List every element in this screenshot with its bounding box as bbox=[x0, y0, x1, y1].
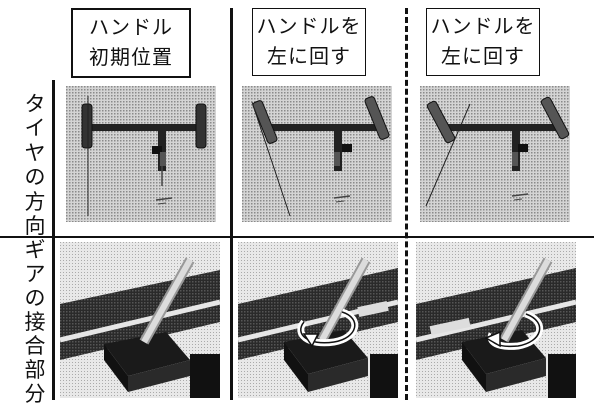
gear-panel-turn-left-2 bbox=[416, 242, 576, 398]
tire-panel-turn-left-1 bbox=[242, 86, 392, 222]
column-header-turn-left-1: ハンドルを 左に回す bbox=[252, 8, 366, 76]
row-label-char: イ bbox=[24, 116, 46, 141]
divider-left bbox=[52, 80, 55, 400]
row-label-char: 方 bbox=[24, 189, 46, 214]
column-header-line2: 初期位置 bbox=[89, 45, 173, 69]
row-label-char: タ bbox=[24, 92, 46, 116]
row-label-char: の bbox=[24, 165, 46, 190]
divider-horizontal bbox=[0, 236, 594, 238]
row-label-char: ア bbox=[24, 262, 46, 286]
divider-center bbox=[230, 8, 233, 400]
row-label-tire-direction: タ イ ヤ の 方 向 bbox=[20, 92, 50, 238]
row-label-char: 部 bbox=[24, 358, 46, 382]
row-label-char: の bbox=[24, 286, 46, 310]
column-header-line2: 左に回す bbox=[441, 44, 525, 68]
row-label-char: 分 bbox=[24, 382, 46, 406]
gear-panel-turn-left-1 bbox=[238, 242, 398, 398]
divider-right-dashed bbox=[405, 8, 408, 400]
column-header-initial: ハンドル 初期位置 bbox=[71, 8, 191, 78]
tire-panel-turn-left-2 bbox=[420, 86, 570, 222]
tire-panel-initial bbox=[66, 86, 216, 222]
column-header-line1: ハンドルを bbox=[430, 14, 536, 38]
row-label-char: 向 bbox=[24, 213, 46, 238]
gear-panel-initial bbox=[60, 242, 220, 398]
row-label-char: 合 bbox=[24, 334, 46, 358]
row-label-char: ギ bbox=[24, 238, 46, 262]
column-header-turn-left-2: ハンドルを 左に回す bbox=[426, 8, 540, 76]
row-label-char: ヤ bbox=[24, 140, 46, 165]
column-header-line2: 左に回す bbox=[267, 44, 351, 68]
row-label-gear-joint: ギ ア の 接 合 部 分 bbox=[20, 238, 50, 406]
column-header-line1: ハンドルを bbox=[256, 14, 362, 38]
column-header-line1: ハンドル bbox=[89, 15, 173, 39]
row-label-char: 接 bbox=[24, 310, 46, 334]
